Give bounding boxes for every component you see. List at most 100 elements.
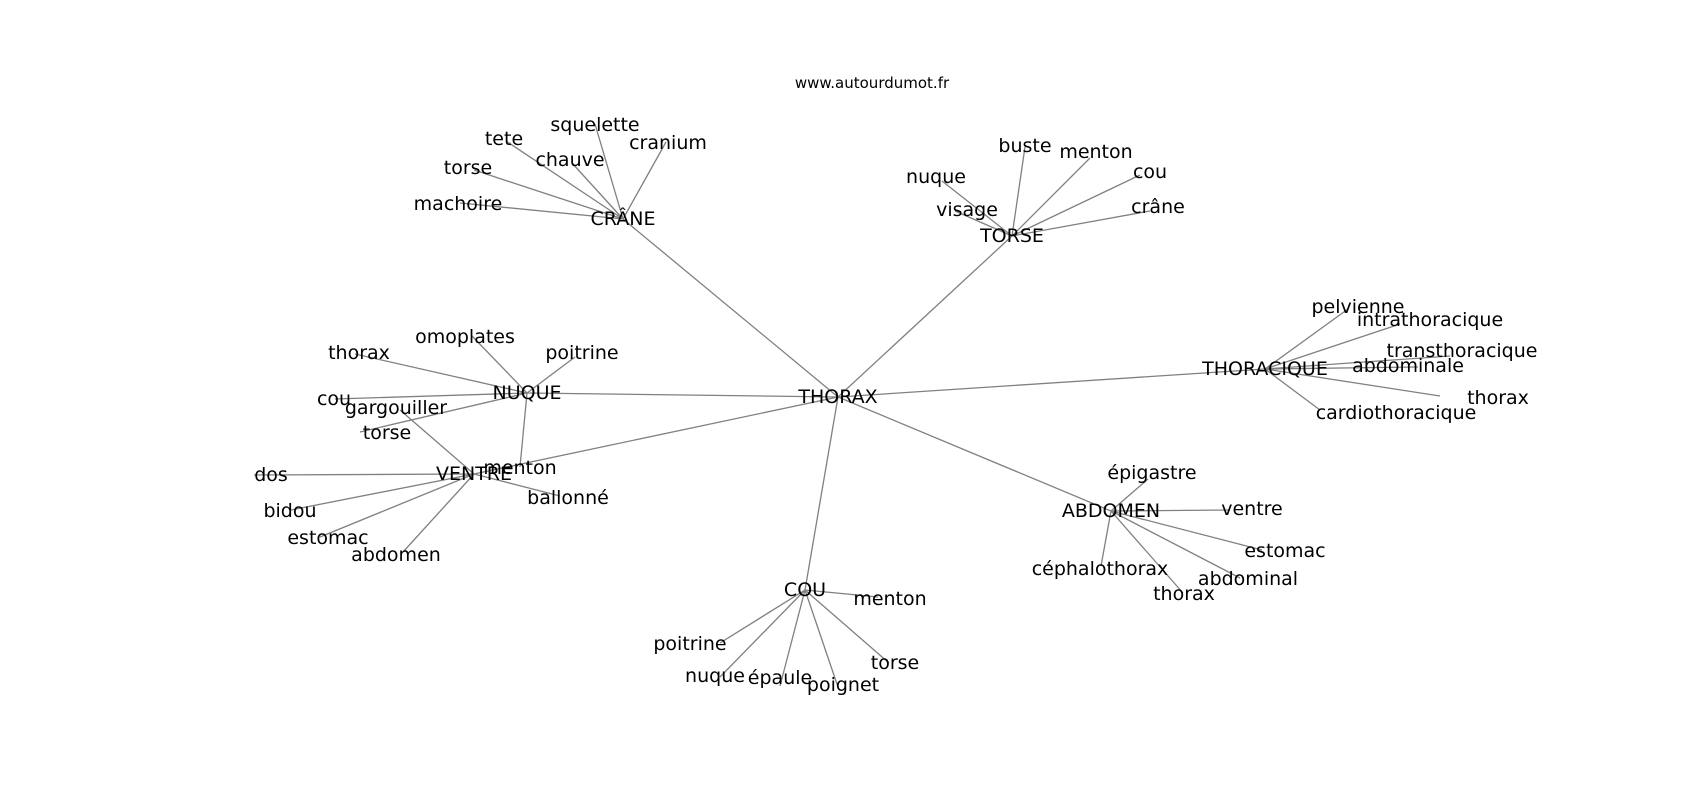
leaf-node-label: épaule — [748, 667, 812, 689]
leaf-node-label: menton — [483, 457, 556, 479]
edge-nuque-leaf — [354, 353, 528, 394]
leaf-node-label: thorax — [1153, 583, 1215, 605]
leaf-node-label: abdomen — [351, 544, 441, 566]
edge-thoracique-leaf — [1264, 355, 1451, 370]
edge-cou-leaf — [804, 589, 879, 598]
edge-center-torse — [837, 235, 1013, 398]
edge-ventre-leaf — [253, 473, 475, 476]
edge-ventre-leaf — [402, 473, 475, 553]
hub-node-thoracique: THORACIQUE — [1201, 358, 1328, 380]
edge-thoracique-leaf — [1264, 323, 1401, 370]
leaf-node-label: tete — [485, 128, 523, 150]
edge-crane-leaf — [473, 169, 624, 220]
leaf-node-label: nuque — [906, 166, 966, 188]
leaf-node-label: bidou — [263, 500, 316, 522]
edge-center-thoracique — [837, 368, 1266, 398]
edge-thoracique-leaf — [1264, 366, 1419, 370]
edge-crane-leaf — [594, 123, 624, 220]
leaf-node-label: cou — [317, 388, 351, 410]
leaf-node-label: nuque — [685, 665, 745, 687]
leaf-node-label: torse — [871, 652, 919, 674]
edge-torse-leaf — [954, 210, 1013, 237]
edge-ventre-leaf — [473, 473, 561, 497]
leaf-node-label: ventre — [1221, 498, 1283, 520]
leaf-node-label: torse — [444, 157, 492, 179]
hub-node-cou: COU — [784, 579, 826, 601]
leaf-node-label: cardiothoracique — [1316, 402, 1477, 424]
leaf-node-label: poitrine — [545, 342, 618, 364]
edge-cou-leaf — [804, 589, 890, 664]
leaf-node-label: intrathoracique — [1357, 309, 1503, 331]
leaf-node-label: transthoracique — [1387, 340, 1538, 362]
leaf-node-label: épigastre — [1107, 462, 1196, 484]
edge-center-nuque — [526, 392, 839, 398]
leaf-node-label: abdominal — [1198, 568, 1298, 590]
leaf-node-label: poignet — [807, 674, 879, 696]
leaf-node-label: pelvienne — [1311, 296, 1404, 318]
leaf-node-label: cranium — [629, 132, 707, 154]
leaf-node-label: chauve — [535, 149, 604, 171]
leaf-node-label: thorax — [1467, 387, 1529, 409]
edge-abdomen-leaf — [1110, 510, 1263, 551]
edges-layer — [253, 123, 1451, 688]
edge-nuque-leaf — [519, 392, 528, 468]
edge-thoracique-leaf — [1264, 308, 1349, 370]
leaf-node-label: abdominale — [1352, 355, 1464, 377]
edge-abdomen-leaf — [1110, 478, 1149, 512]
edge-thoracique-leaf — [1264, 368, 1321, 411]
edge-torse-leaf — [1011, 157, 1091, 237]
hub-node-abdomen: ABDOMEN — [1062, 500, 1160, 522]
hub-node-nuque: NUQUE — [493, 382, 562, 404]
edge-center-crane — [622, 218, 839, 398]
edge-thoracique-leaf — [1264, 368, 1441, 397]
edge-torse-leaf — [1011, 210, 1151, 237]
leaf-node-label: crâne — [1131, 196, 1185, 218]
leaf-node-label: machoire — [414, 193, 503, 215]
leaf-node-label: squelette — [550, 114, 639, 136]
leaf-node-label: estomac — [1244, 540, 1325, 562]
leaf-node-label: buste — [998, 135, 1051, 157]
hub-node-torse: TORSE — [979, 225, 1044, 247]
edge-abdomen-leaf — [1110, 510, 1184, 594]
leaf-node-label: gargouiller — [345, 397, 447, 419]
edge-crane-leaf — [459, 202, 624, 220]
leaf-node-label: menton — [1059, 141, 1132, 163]
leaf-node-label: torse — [363, 422, 411, 444]
edge-abdomen-leaf — [1100, 510, 1112, 567]
edge-center-ventre — [473, 396, 839, 475]
edge-nuque-leaf — [359, 392, 528, 433]
edge-torse-leaf — [941, 180, 1013, 237]
edge-ventre-leaf — [319, 473, 475, 538]
leaf-node-label: poitrine — [653, 633, 726, 655]
leaf-node-label: thorax — [328, 342, 390, 364]
edge-center-abdomen — [837, 396, 1112, 512]
leaf-node-label: ballonné — [527, 487, 609, 509]
site-title: www.autourdumot.fr — [795, 74, 950, 92]
hub-node-ventre: VENTRE — [436, 463, 512, 485]
leaf-node-label: estomac — [287, 527, 368, 549]
edge-torse-leaf — [1011, 174, 1141, 237]
leaf-node-label: céphalothorax — [1032, 558, 1169, 580]
leaf-node-label: cou — [1133, 161, 1167, 183]
edge-center-cou — [804, 396, 839, 591]
edge-crane-leaf — [622, 141, 667, 220]
leaf-node-label: dos — [254, 464, 288, 486]
edge-cou-leaf — [804, 589, 839, 688]
edge-nuque-leaf — [471, 335, 528, 394]
edge-crane-leaf — [571, 162, 624, 220]
edge-abdomen-leaf — [1110, 509, 1231, 512]
edge-torse-leaf — [1011, 146, 1026, 237]
hub-node-crane: CRÂNE — [591, 207, 656, 230]
edge-cou-leaf — [779, 589, 806, 687]
leaf-node-label: menton — [853, 588, 926, 610]
edge-crane-leaf — [505, 140, 624, 220]
edge-cou-leaf — [719, 589, 806, 678]
center-node-label: THORAX — [797, 386, 877, 408]
edge-ventre-leaf — [399, 409, 475, 475]
edge-ventre-leaf — [290, 473, 475, 511]
edge-nuque-leaf — [334, 392, 528, 400]
leaf-node-label: visage — [936, 199, 998, 221]
edge-nuque-leaf — [526, 356, 576, 394]
